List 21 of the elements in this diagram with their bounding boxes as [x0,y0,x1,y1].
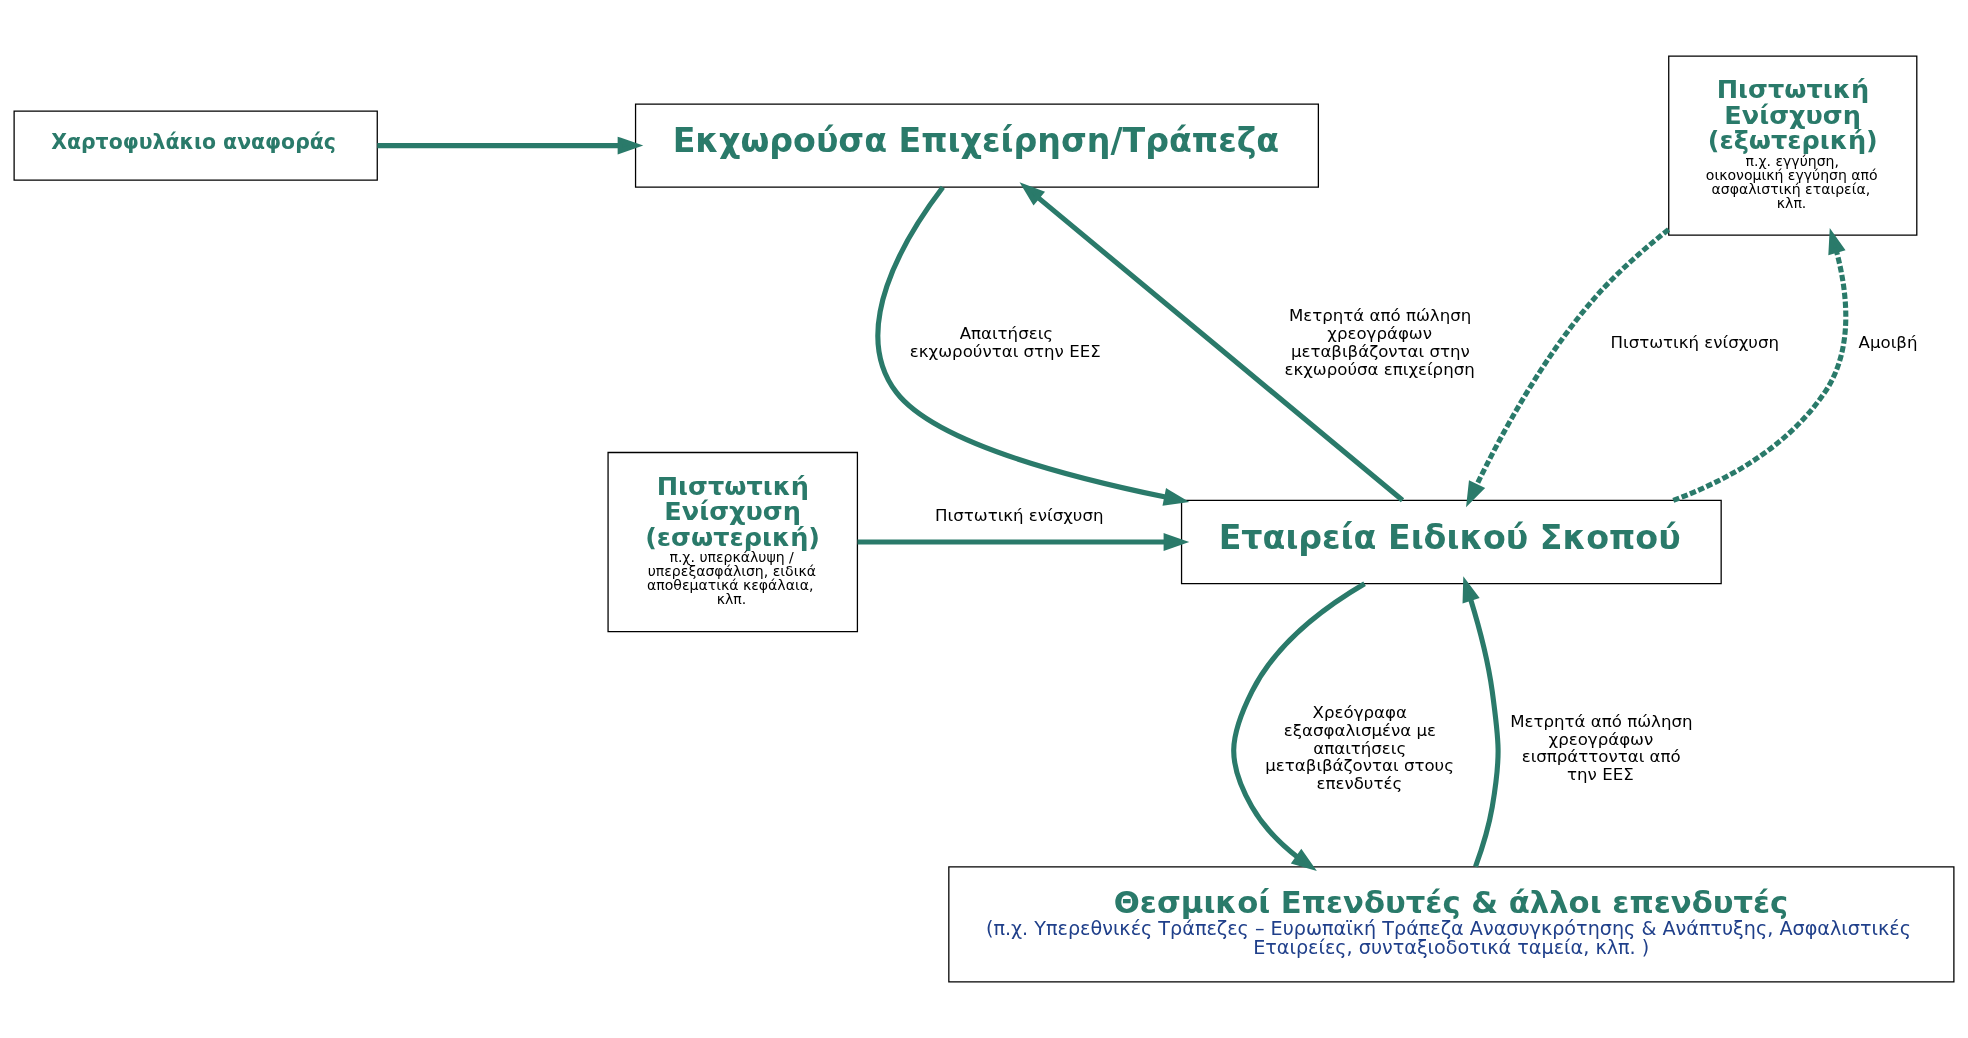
arrow [1462,576,1501,868]
arrow [875,185,1190,506]
edge-label: Μετρητά από πώληση χρεογράφων μεταβιβάζονται στην εκχωρούσα επιχείρηση [1284,306,1475,380]
node-box: Πιστωτική Ενίσχυση (εσωτερική) π.χ. υπερκάλυψη / υπερεξασφάλιση, ειδικά αποθεματικά κεφάλαια, κλπ. [607,451,859,633]
edge-label: Απαιτήσεις εκχωρούνται στην ΕΕΣ [909,324,1101,362]
edge-label: Χρεόγραφα εξασφαλισμένα με απαιτήσεις μεταβιβάζονται στους επενδυτές [1265,702,1454,794]
arrow [1231,581,1366,872]
node-box: Εταιρεία Ειδικού Σκοπού [1180,499,1722,585]
edge-label: Μετρητά από πώληση χρεογράφων εισπράττονται από την ΕΕΣ [1510,711,1693,785]
edge-label: Αμοιβή [1858,333,1918,353]
arrow [377,136,644,155]
edge-label: Πιστωτική ενίσχυση [935,505,1104,525]
node-box: Θεσμικοί Επενδυτές & άλλοι επενδυτές (π.χ. Υπερεθνικές Τράπεζες – Ευρωπαϊκή Τράπεζα Ανασυγκρότησης & Ανάπτυξης, Ασφαλιστικές Εταιρείες, συνταξιοδοτικά ταμεία, κλπ. ) [948,866,1955,983]
arrow [1466,227,1671,508]
node-box: Πιστωτική Ενίσχυση (εξωτερική) π.χ. εγγύηση, οικονομική εγγύηση από ασφαλιστική εταιρεία, κλπ. [1668,55,1918,236]
edge-label: Πιστωτική ενίσχυση [1610,333,1779,353]
node-box: Χαρτοφυλάκιο αναφοράς [13,110,378,181]
arrow [857,533,1190,551]
node-box: Εκχωρούσα Επιχείρηση/Τράπεζα [634,103,1320,188]
arrow [1672,228,1849,503]
arrow [1019,182,1405,503]
